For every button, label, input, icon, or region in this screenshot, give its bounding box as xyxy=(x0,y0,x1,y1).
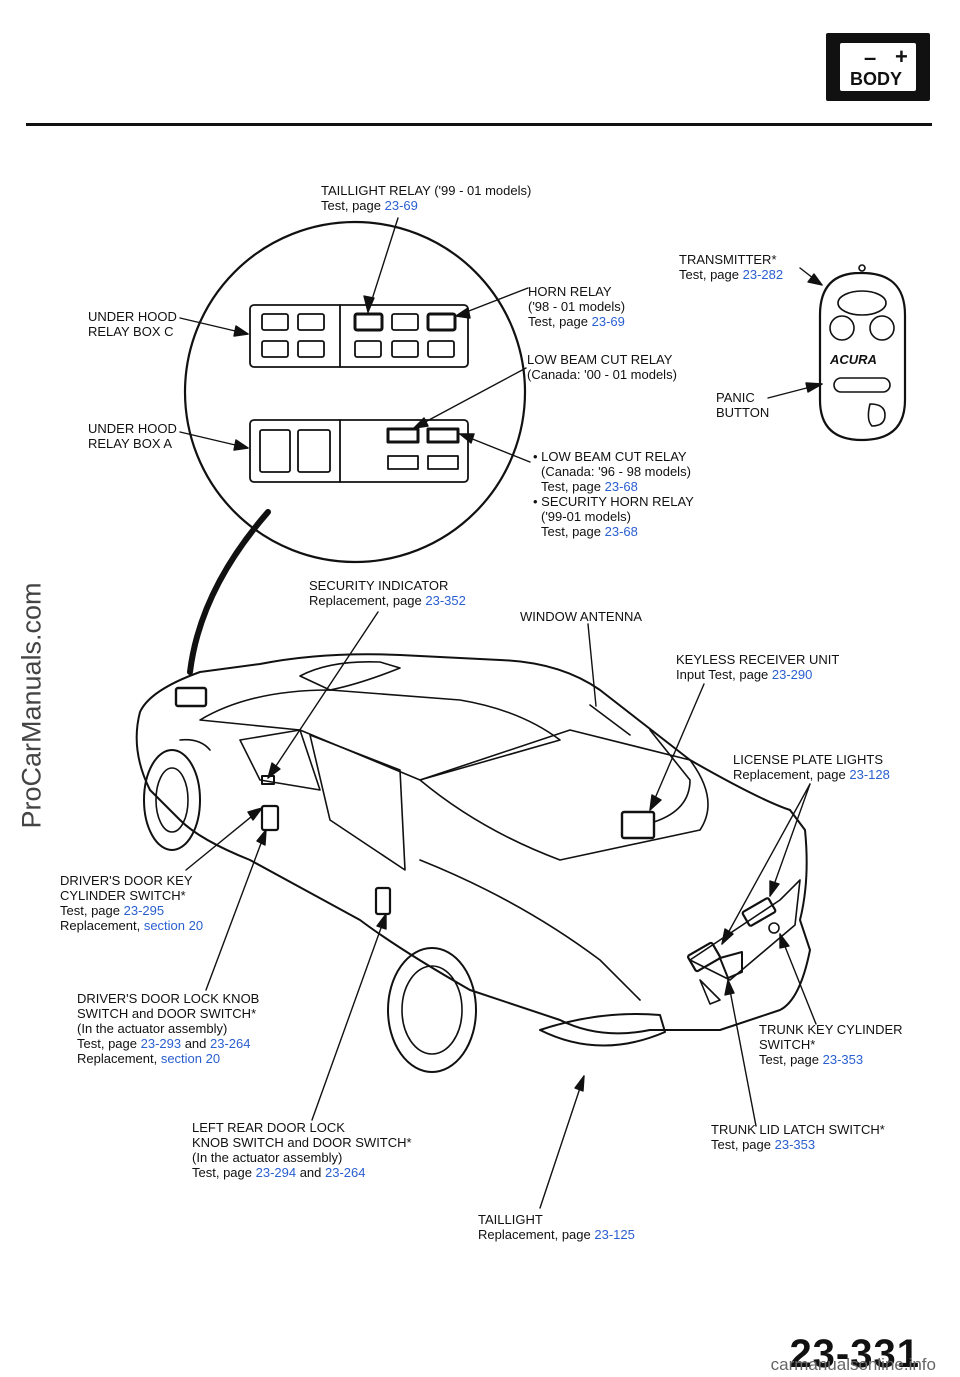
label-low-beam-cut-relay-00: LOW BEAM CUT RELAY (Canada: '00 - 01 mod… xyxy=(527,352,677,382)
svg-text:ACURA: ACURA xyxy=(829,352,877,367)
link-drivers-key-cyl-replacement[interactable]: section 20 xyxy=(143,918,204,933)
footer-watermark: carmanualsonline.info xyxy=(770,1355,936,1374)
label-drivers-door-lock-knob: DRIVER'S DOOR LOCK KNOB SWITCH and DOOR … xyxy=(77,991,260,1066)
body-section-badge: – + BODY xyxy=(826,33,930,101)
link-low-beam-test[interactable]: 23-68 xyxy=(604,479,638,494)
relay-box-c xyxy=(249,304,469,368)
badge-title: BODY xyxy=(850,69,903,89)
link-keyless-receiver-test[interactable]: 23-290 xyxy=(771,667,813,682)
link-transmitter-test[interactable]: 23-282 xyxy=(742,267,784,282)
link-taillight-replacement[interactable]: 23-125 xyxy=(594,1227,635,1242)
car-drawing xyxy=(135,653,811,1073)
link-license-plate-replacement[interactable]: 23-128 xyxy=(849,767,890,782)
link-trunk-lid-latch-test[interactable]: 23-353 xyxy=(774,1137,816,1152)
label-drivers-door-key-cylinder: DRIVER'S DOOR KEY CYLINDER SWITCH* Test,… xyxy=(60,873,204,933)
link-drivers-door-switch-test[interactable]: 23-264 xyxy=(210,1036,251,1051)
label-taillight: TAILLIGHT Replacement, page 23-125 xyxy=(478,1212,635,1242)
relay-box-a xyxy=(249,419,469,483)
link-drivers-key-cyl-test[interactable]: 23-295 xyxy=(123,903,165,918)
label-window-antenna: WINDOW ANTENNA xyxy=(520,609,643,624)
label-under-hood-relay-box-a: UNDER HOOD RELAY BOX A xyxy=(88,421,177,451)
page-number: 23-331 xyxy=(789,1332,920,1376)
link-horn-relay-test[interactable]: 23-69 xyxy=(591,314,625,329)
side-watermark: ProCarManuals.com xyxy=(16,582,47,829)
label-trunk-lid-latch: TRUNK LID LATCH SWITCH* Test, page 23-35… xyxy=(711,1122,885,1152)
link-left-rear-door-switch-test[interactable]: 23-264 xyxy=(325,1165,366,1180)
label-trunk-key-cylinder: TRUNK KEY CYLINDER SWITCH* Test, page 23… xyxy=(759,1022,903,1067)
link-drivers-lock-knob-replacement[interactable]: section 20 xyxy=(160,1051,221,1066)
relay-box-detail-circle xyxy=(183,220,527,564)
leader-lines xyxy=(179,217,823,1209)
link-left-rear-lock-test[interactable]: 23-294 xyxy=(255,1165,297,1180)
label-left-rear-door-lock: LEFT REAR DOOR LOCK KNOB SWITCH and DOOR… xyxy=(192,1120,412,1180)
link-taillight-relay-test[interactable]: 23-69 xyxy=(384,198,418,213)
battery-icon: – + BODY xyxy=(840,43,916,91)
link-security-horn-test[interactable]: 23-68 xyxy=(604,524,638,539)
label-taillight-relay: TAILLIGHT RELAY ('99 - 01 models) Test, … xyxy=(321,183,532,213)
keyless-transmitter-drawing: ACURA xyxy=(818,264,907,442)
label-panic-button: PANIC BUTTON xyxy=(716,390,770,420)
header-rule xyxy=(26,123,932,126)
label-security-indicator: SECURITY INDICATOR Replacement, page 23-… xyxy=(309,578,466,608)
label-transmitter: TRANSMITTER* Test, page 23-282 xyxy=(679,252,784,282)
label-horn-relay: HORN RELAY ('98 - 01 models) Test, page … xyxy=(528,284,626,329)
link-drivers-lock-knob-test[interactable]: 23-293 xyxy=(140,1036,182,1051)
label-under-hood-relay-box-c: UNDER HOOD RELAY BOX C xyxy=(88,309,177,339)
label-low-beam-security-horn: • LOW BEAM CUT RELAY (Canada: '96 - 98 m… xyxy=(533,449,694,539)
label-keyless-receiver: KEYLESS RECEIVER UNIT Input Test, page 2… xyxy=(676,652,840,682)
link-security-indicator-replacement[interactable]: 23-352 xyxy=(425,593,466,608)
label-license-plate-lights: LICENSE PLATE LIGHTS Replacement, page 2… xyxy=(733,752,890,782)
link-trunk-key-cyl-test[interactable]: 23-353 xyxy=(822,1052,864,1067)
